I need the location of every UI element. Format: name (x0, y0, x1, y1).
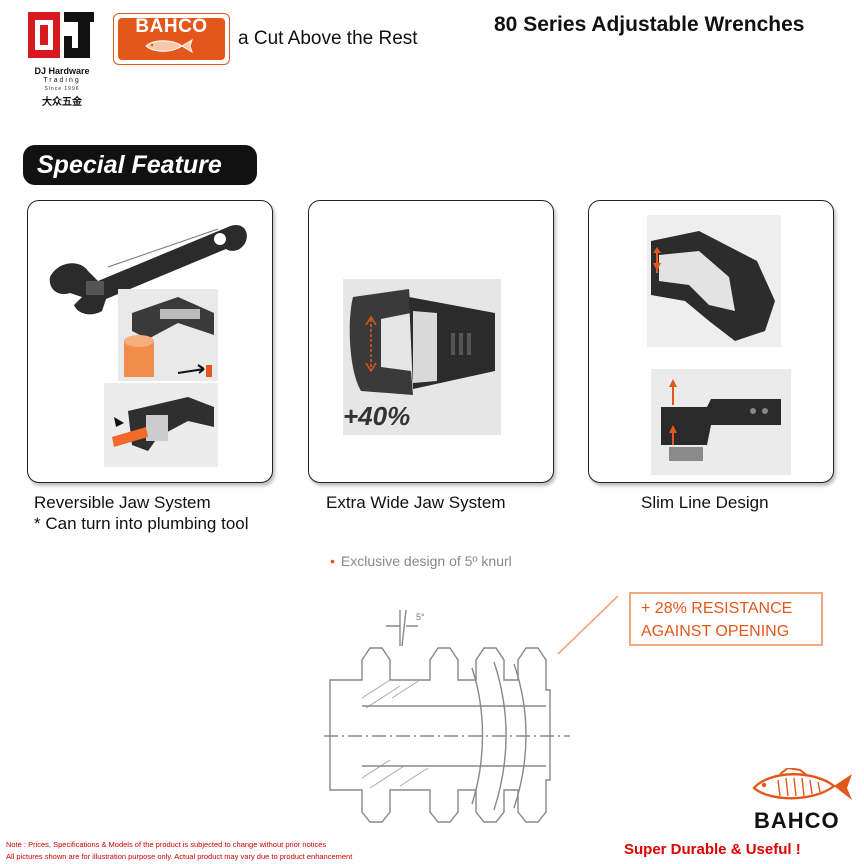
bahco-badge-logo: BAHCO (113, 13, 230, 65)
resistance-line-2: AGAINST OPENING (641, 623, 790, 640)
page-title: 80 Series Adjustable Wrenches (494, 13, 805, 36)
dj-logo-mark (28, 12, 94, 58)
knurl-note-text: Exclusive design of 5º knurl (340, 553, 512, 569)
fish-icon (145, 38, 193, 54)
fish-icon (752, 768, 852, 800)
knurl-angle-label: 5° (416, 612, 425, 622)
dj-logo-subtitle: Trading (43, 77, 81, 84)
knurl-cross-section-diagram: 5° (324, 595, 619, 823)
slim-line-illustration (647, 215, 791, 475)
caption-plumbing-tool: * Can turn into plumbing tool (34, 514, 249, 533)
dj-logo-chinese: 大众五金 (42, 97, 82, 108)
caption-slim-line: Slim Line Design (641, 493, 769, 512)
bullet-icon: • (330, 553, 335, 569)
footer-note-line-2: All pictures shown are for illustration … (6, 852, 353, 861)
bahco-footer-brand: BAHCO (754, 808, 840, 833)
wrench-image (49, 224, 247, 315)
plumbing-use-image (104, 383, 218, 467)
feature-card-reversible-jaw (27, 200, 273, 483)
extra-wide-jaw-illustration: +40% (343, 279, 501, 435)
dj-hardware-logo: DJ Hardware Trading Since 1996 大众五金 (22, 8, 102, 108)
resistance-line-1: + 28% RESISTANCE (641, 600, 793, 617)
footer-tagline: Super Durable & Useful ! (624, 841, 801, 858)
bahco-badge-text: BAHCO (135, 16, 208, 37)
extra-wide-percentage-label: +40% (343, 401, 410, 431)
feature-card-extra-wide-jaw: +40% (308, 200, 554, 483)
dj-logo-name: DJ Hardware (34, 66, 90, 76)
caption-reversible-jaw: Reversible Jaw System (34, 493, 211, 512)
feature-card-slim-line (588, 200, 834, 483)
dj-logo-since: Since 1996 (44, 86, 80, 92)
knurl-note: • Exclusive design of 5º knurl (330, 553, 512, 569)
reversible-jaw-illustration (49, 224, 247, 467)
caption-extra-wide-jaw: Extra Wide Jaw System (326, 493, 506, 512)
bahco-footer-logo: BAHCO (750, 768, 856, 836)
footer-note-line-1: Note : Prices, Specifications & Models o… (6, 840, 327, 849)
special-feature-label: Special Feature (37, 151, 222, 179)
brand-slogan: a Cut Above the Rest (238, 28, 418, 49)
resistance-callout: + 28% RESISTANCE AGAINST OPENING (629, 592, 823, 646)
bahco-badge-background (118, 18, 225, 60)
jaw-closeup-image (118, 289, 218, 381)
special-feature-banner: Special Feature (23, 145, 257, 185)
